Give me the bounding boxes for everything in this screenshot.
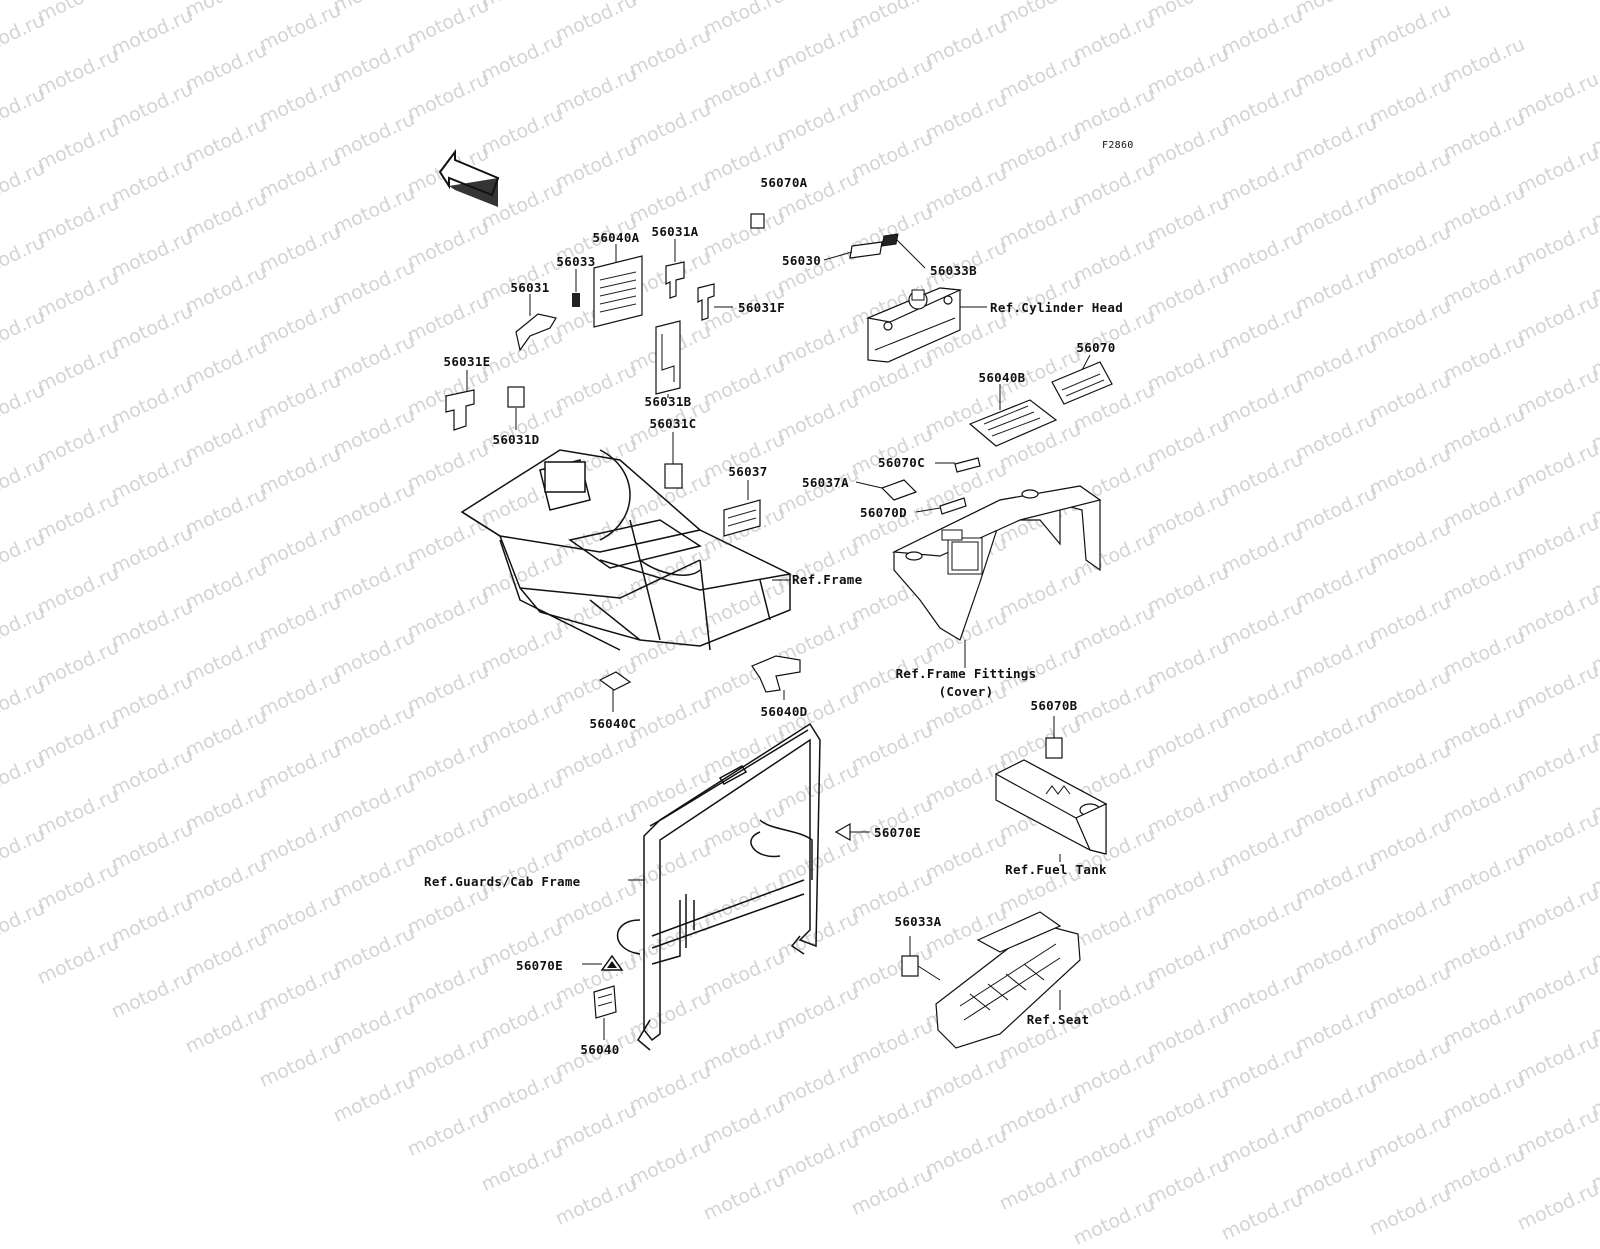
part-label-56031f[interactable]: 56031F — [738, 300, 785, 315]
decal-56040 — [593, 985, 617, 1019]
part-label-56031a[interactable]: 56031A — [651, 224, 699, 239]
ref-frame-fittings-cover: (Cover) — [938, 684, 994, 699]
guards-cab-frame — [616, 722, 821, 1051]
decal-56031b — [655, 320, 681, 395]
decal-56031c — [664, 463, 683, 489]
part-label-56070d[interactable]: 56070D — [860, 505, 907, 520]
part-label-56037[interactable]: 56037 — [728, 464, 768, 479]
part-label-56070b[interactable]: 56070B — [1030, 698, 1078, 713]
decal-56033b — [881, 233, 899, 247]
decal-56030 — [849, 241, 883, 259]
decal-56070a — [750, 213, 765, 229]
decal-56070c — [954, 457, 981, 473]
cylinder-head — [865, 287, 963, 363]
part-label-56040a[interactable]: 56040A — [592, 230, 640, 245]
decal-56033 — [572, 293, 580, 307]
decal-56040c — [598, 671, 632, 691]
part-label-56033b[interactable]: 56033B — [930, 263, 977, 278]
decal-56070 — [1051, 361, 1113, 405]
decal-56031d — [507, 386, 525, 408]
ref-guards-cab-frame[interactable]: Ref.Guards/Cab Frame — [424, 874, 581, 889]
decal-56070b — [1045, 737, 1063, 759]
part-label-56033[interactable]: 56033 — [556, 254, 596, 269]
front-arrow-icon — [438, 149, 500, 207]
ref-frame[interactable]: Ref.Frame — [792, 572, 863, 587]
part-label-56070e-right[interactable]: 56070E — [874, 825, 921, 840]
part-label-56070[interactable]: 56070 — [1076, 340, 1116, 355]
part-label-56070e-left[interactable]: 56070E — [516, 958, 563, 973]
part-label-56031c[interactable]: 56031C — [649, 416, 697, 431]
part-label-56037a[interactable]: 56037A — [802, 475, 849, 490]
part-label-56031[interactable]: 56031 — [510, 280, 550, 295]
main-frame — [460, 449, 791, 651]
part-label-56031d[interactable]: 56031D — [492, 432, 540, 447]
decal-56033a — [901, 955, 919, 977]
decal-56031e — [445, 389, 475, 431]
fuel-tank — [994, 759, 1108, 855]
part-label-56031b[interactable]: 56031B — [644, 394, 692, 409]
decal-56070d — [939, 497, 967, 515]
part-label-56070a[interactable]: 56070A — [760, 175, 808, 190]
ref-fuel-tank[interactable]: Ref.Fuel Tank — [1005, 862, 1107, 877]
figure-code: F2860 — [1102, 140, 1134, 151]
decal-56040d — [751, 655, 801, 693]
part-label-56033a[interactable]: 56033A — [894, 914, 942, 929]
decal-56040b — [968, 399, 1058, 447]
part-label-56040b[interactable]: 56040B — [978, 370, 1026, 385]
part-label-56030[interactable]: 56030 — [782, 253, 822, 268]
part-label-56040d[interactable]: 56040D — [760, 704, 808, 719]
ref-cylinder-head[interactable]: Ref.Cylinder Head — [990, 300, 1124, 315]
exploded-diagram — [438, 149, 1113, 1051]
part-label-56040[interactable]: 56040 — [580, 1042, 620, 1057]
ref-seat[interactable]: Ref.Seat — [1026, 1012, 1090, 1027]
part-label-56040c[interactable]: 56040C — [589, 716, 637, 731]
part-label-56070c[interactable]: 56070C — [878, 455, 925, 470]
decal-56070e-right — [834, 822, 851, 842]
decal-56031 — [515, 313, 557, 352]
decal-56031f — [697, 283, 715, 321]
part-label-56031e[interactable]: 56031E — [443, 354, 491, 369]
frame-fittings-cover — [891, 485, 1102, 641]
decal-56037 — [723, 499, 761, 537]
decal-56037a — [880, 479, 918, 501]
ref-frame-fittings[interactable]: Ref.Frame Fittings — [895, 666, 1037, 681]
watermark-text: motod.ru — [1070, 1192, 1159, 1249]
decal-56031a — [665, 261, 685, 299]
decal-56040a — [593, 255, 643, 328]
seat — [935, 911, 1081, 1049]
